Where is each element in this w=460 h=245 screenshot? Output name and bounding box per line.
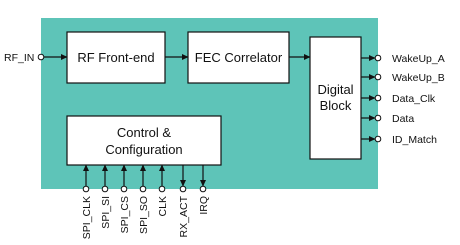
- rf-frontend-label: RF Front-end: [77, 50, 154, 65]
- control-config-block: [66, 115, 222, 166]
- rf-frontend-block: [66, 31, 166, 84]
- port-data-clk: [374, 94, 382, 102]
- pin-label-spi-clk: SPI_CLK: [81, 196, 93, 239]
- fec-correlator-label: FEC Correlator: [195, 50, 283, 65]
- rf-in-label: RF_IN: [4, 52, 34, 64]
- pin-label-wakeup-b: WakeUp_B: [392, 72, 445, 84]
- digital-block-label-line2: Block: [320, 98, 352, 113]
- pin-label-clk: CLK: [157, 196, 169, 216]
- port-spi-clk: [82, 185, 90, 193]
- port-wakeup-b: [374, 73, 382, 81]
- pin-label-rx-act: RX_ACT: [178, 195, 190, 237]
- pin-label-spi-si: SPI_SI: [100, 196, 112, 229]
- pin-label-data-clk: Data_Clk: [392, 93, 436, 105]
- port-spi-cs: [120, 185, 128, 193]
- pin-label-wakeup-a: WakeUp_A: [392, 53, 445, 65]
- port-spi-so: [139, 185, 147, 193]
- port-wakeup-a: [374, 54, 382, 62]
- port-data: [374, 114, 382, 122]
- fec-correlator-block: [187, 31, 290, 84]
- pin-label-spi-cs: SPI_CS: [119, 196, 131, 233]
- port-rx-act: [179, 185, 187, 193]
- control-config-label-line2: Configuration: [105, 142, 182, 157]
- digital-block-label-line1: Digital: [317, 82, 353, 97]
- pin-label-id-match: ID_Match: [392, 134, 437, 146]
- control-config-label-line1: Control &: [117, 125, 172, 140]
- port-id-match: [374, 135, 382, 143]
- pin-label-spi-so: SPI_SO: [138, 196, 150, 234]
- port-spi-si: [101, 185, 109, 193]
- port-clk: [158, 185, 166, 193]
- rf-in-port: [37, 53, 45, 61]
- pin-label-data: Data: [392, 113, 414, 125]
- port-irq: [199, 185, 207, 193]
- control-pins: SPI_CLK SPI_SI SPI_CS SPI_SO CLK RX_ACT IRQ: [81, 164, 210, 239]
- pin-label-irq: IRQ: [198, 196, 210, 215]
